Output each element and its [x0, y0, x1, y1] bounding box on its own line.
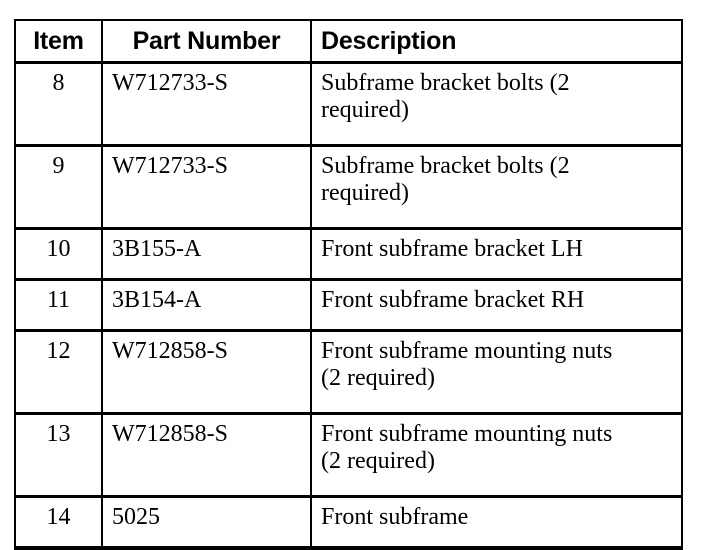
cell-item: 8 — [14, 61, 103, 147]
table-row: 12 W712858-S Front subframe mounting nut… — [14, 329, 683, 415]
table-header-row: Item Part Number Description — [14, 19, 683, 64]
column-header-part-number: Part Number — [101, 19, 312, 64]
description-line: Front subframe — [321, 504, 469, 530]
cell-part-number: W712733-S — [101, 61, 312, 147]
cell-description: Front subframe bracket RH — [310, 278, 683, 332]
description-line: required) — [321, 96, 409, 123]
cell-description: Front subframe — [310, 495, 683, 550]
cell-item: 11 — [14, 278, 103, 332]
parts-list-table: Item Part Number Description 8 W712733-S… — [14, 19, 683, 550]
table-header: Item Part Number Description — [14, 19, 683, 64]
cell-part-number: W712858-S — [101, 329, 312, 415]
description-line: Front subframe bracket LH — [321, 236, 583, 262]
cell-item: 9 — [14, 144, 103, 230]
description-line: (2 required) — [321, 364, 435, 391]
table-row: 10 3B155-A Front subframe bracket LH — [14, 227, 683, 281]
column-header-item: Item — [14, 19, 103, 64]
cell-description: Front subframe mounting nuts (2 required… — [310, 412, 683, 498]
description-line: Front subframe mounting nuts — [321, 338, 613, 364]
cell-description: Subframe bracket bolts (2 required) — [310, 144, 683, 230]
description-line: (2 required) — [321, 447, 435, 474]
cell-part-number: W712858-S — [101, 412, 312, 498]
table-row: 13 W712858-S Front subframe mounting nut… — [14, 412, 683, 498]
cell-part-number: W712733-S — [101, 144, 312, 230]
description-line: Front subframe bracket RH — [321, 287, 585, 313]
page-canvas: Item Part Number Description 8 W712733-S… — [14, 19, 683, 550]
cell-item: 12 — [14, 329, 103, 415]
description-line: Subframe bracket bolts (2 — [321, 70, 570, 96]
cell-item: 10 — [14, 227, 103, 281]
table-row: 14 5025 Front subframe — [14, 495, 683, 550]
table-row: 8 W712733-S Subframe bracket bolts (2 re… — [14, 61, 683, 147]
cell-description: Subframe bracket bolts (2 required) — [310, 61, 683, 147]
column-header-description: Description — [310, 19, 683, 64]
description-line: Front subframe mounting nuts — [321, 421, 613, 447]
cell-part-number: 5025 — [101, 495, 312, 550]
table-row: 11 3B154-A Front subframe bracket RH — [14, 278, 683, 332]
description-line: required) — [321, 179, 409, 206]
cell-part-number: 3B155-A — [101, 227, 312, 281]
cell-description: Front subframe mounting nuts (2 required… — [310, 329, 683, 415]
cell-description: Front subframe bracket LH — [310, 227, 683, 281]
table-row: 9 W712733-S Subframe bracket bolts (2 re… — [14, 144, 683, 230]
cell-item: 13 — [14, 412, 103, 498]
cell-item: 14 — [14, 495, 103, 550]
cell-part-number: 3B154-A — [101, 278, 312, 332]
table-body: 8 W712733-S Subframe bracket bolts (2 re… — [14, 61, 683, 550]
description-line: Subframe bracket bolts (2 — [321, 153, 570, 179]
